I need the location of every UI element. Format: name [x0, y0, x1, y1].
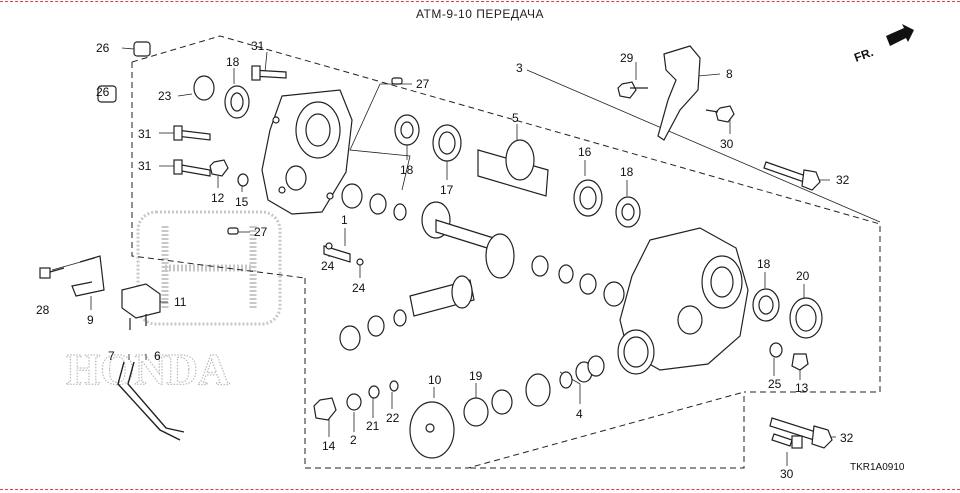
callout-26: 26	[96, 41, 110, 55]
callout-25: 25	[768, 377, 782, 391]
callout-31: 31	[138, 159, 152, 173]
callout-4: 4	[576, 407, 583, 421]
callout-28: 28	[36, 303, 50, 317]
callout-20: 20	[796, 269, 810, 283]
callout-32: 32	[836, 173, 850, 187]
callout-24: 24	[321, 259, 335, 273]
callout-18: 18	[400, 163, 414, 177]
callout-27: 27	[416, 77, 430, 91]
callout-24: 24	[352, 281, 366, 295]
top-border	[0, 1, 960, 2]
front-direction-arrow: FR.	[852, 24, 914, 65]
callout-18: 18	[620, 165, 634, 179]
callout-13: 13	[795, 381, 809, 395]
callout-30: 30	[780, 467, 794, 481]
honda-watermark-text: HONDA	[66, 345, 230, 394]
callout-23: 23	[158, 89, 172, 103]
callout-3: 3	[516, 61, 523, 75]
callout-29: 29	[620, 51, 634, 65]
oil-pump-plate	[409, 401, 455, 459]
gear-shafts	[323, 139, 549, 317]
callout-9: 9	[87, 313, 94, 327]
harness-clip	[71, 255, 105, 297]
transfer-case-housing	[617, 227, 749, 375]
callout-11: 11	[174, 295, 187, 309]
callout-10: 10	[428, 373, 442, 387]
callout-18: 18	[757, 257, 771, 271]
shift-solenoid	[121, 283, 161, 330]
front-direction-label: FR.	[852, 45, 875, 65]
callout-labels: 26 31 18 3 29 8 23 27 26 5 30 31 16 18 3…	[36, 39, 854, 481]
bearings-and-seals	[193, 75, 823, 427]
callout-27: 27	[254, 225, 268, 239]
callout-5: 5	[512, 111, 519, 125]
callout-31: 31	[251, 39, 265, 53]
callout-19: 19	[469, 369, 483, 383]
callout-18: 18	[226, 55, 240, 69]
assembly-outline	[131, 35, 881, 469]
torque-converter-housing	[261, 89, 353, 215]
callout-21: 21	[366, 419, 380, 433]
callout-15: 15	[235, 195, 249, 209]
leader-lines	[51, 47, 881, 466]
diagram-code: TKR1A0910	[850, 462, 905, 473]
callout-30: 30	[720, 137, 734, 151]
diagram-title: ATM-9-10 ПЕРЕДАЧА	[415, 7, 545, 21]
honda-logo-watermark: HONDA	[65, 210, 282, 395]
breather-tube	[117, 361, 185, 441]
callout-26: 26	[96, 85, 110, 99]
callout-12: 12	[211, 191, 225, 205]
callout-2: 2	[350, 433, 357, 447]
callout-6: 6	[154, 349, 161, 363]
callout-31: 31	[138, 127, 152, 141]
callout-7: 7	[108, 349, 115, 363]
mounting-bracket	[657, 45, 701, 141]
callout-1: 1	[341, 213, 348, 227]
callout-16: 16	[578, 145, 592, 159]
callout-32: 32	[840, 431, 854, 445]
bottom-border	[0, 489, 960, 490]
callout-8: 8	[726, 67, 733, 81]
callout-17: 17	[440, 183, 454, 197]
fasteners	[39, 41, 833, 449]
callout-14: 14	[322, 439, 336, 453]
callout-22: 22	[386, 411, 400, 425]
